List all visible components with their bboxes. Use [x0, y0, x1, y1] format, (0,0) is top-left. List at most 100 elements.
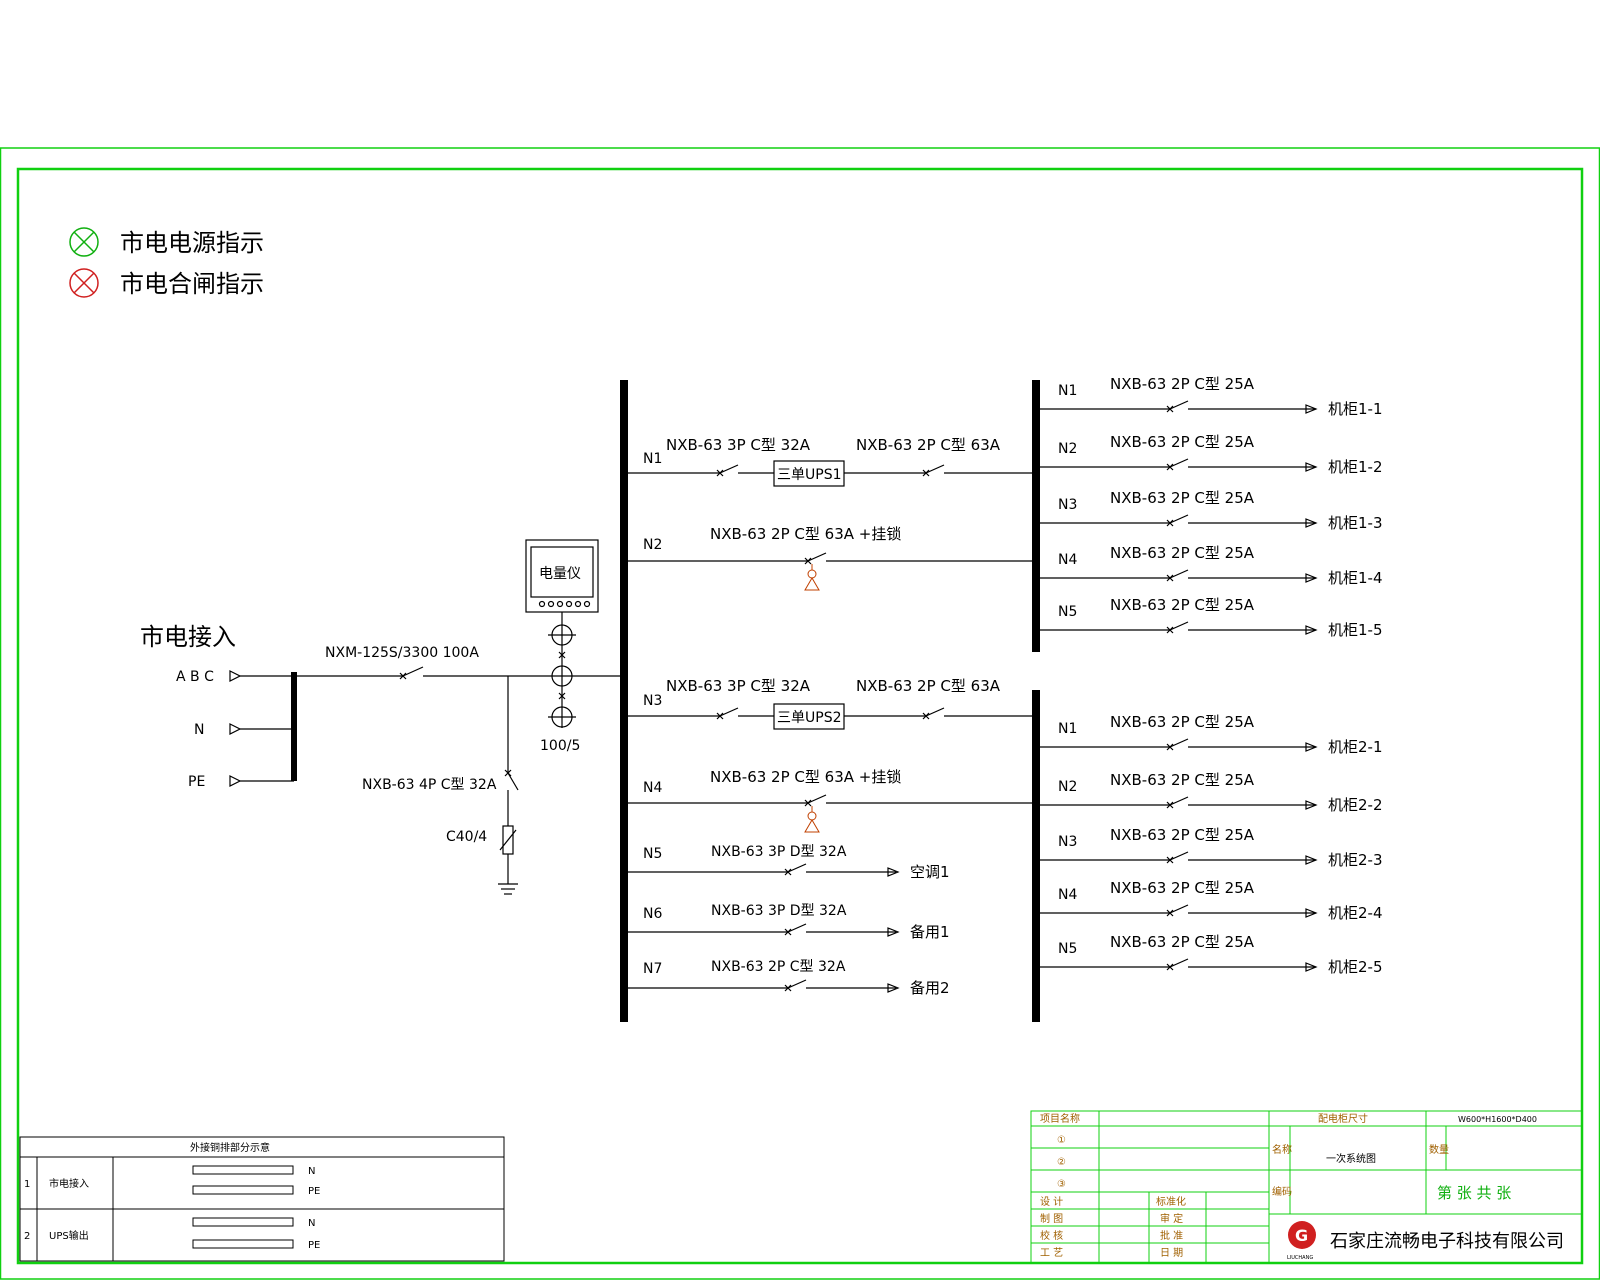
legend-source-label: 市电电源指示	[120, 229, 264, 257]
feeder-id: N2	[643, 537, 662, 553]
load-feeder-n7: N7 NXB-63 2P C型 32A 备用2	[628, 959, 950, 997]
table-cell: 市电接入	[49, 1177, 89, 1190]
breaker-label: NXB-63 2P C型 63A +挂锁	[710, 768, 901, 786]
breaker-label: NXB-63 2P C型 63A	[856, 677, 1001, 695]
table-cell: UPS输出	[49, 1229, 89, 1242]
source-indicator-icon	[69, 227, 99, 257]
ups-feeder-2: N3 NXB-63 3P C型 32A NXB-63 2P C型 63A 三单U…	[628, 677, 1032, 730]
n-bar	[192, 1165, 294, 1175]
tb-cabinet-size-label: 配电柜尺寸	[1318, 1112, 1368, 1125]
ground-icon	[498, 883, 518, 895]
load-feeder-n6: N6 NXB-63 3P D型 32A 备用1	[628, 903, 950, 941]
load-label: 机柜1-3	[1328, 514, 1383, 532]
breaker-label: NXB-63 2P C型 32A	[711, 959, 846, 975]
bypass-feeder-2: N4 NXB-63 2P C型 63A +挂锁	[628, 768, 1032, 833]
feeder-id: N4	[643, 780, 662, 796]
table-cell: N	[308, 1218, 315, 1229]
svg-text:LIUCHANG: LIUCHANG	[1287, 1255, 1313, 1261]
neutral-label: N	[194, 722, 204, 738]
breaker-label: NXB-63 3P C型 32A	[666, 436, 811, 454]
padlock-icon	[804, 806, 820, 833]
svg-text:G: G	[1295, 1226, 1308, 1245]
breaker-label: NXB-63 2P C型 25A	[1110, 771, 1255, 789]
pe-label: PE	[188, 774, 205, 790]
table-cell: PE	[308, 1240, 320, 1251]
tb-name-label: 名称	[1272, 1143, 1292, 1156]
ups-label: 三单UPS2	[777, 710, 841, 726]
feeder-id: N2	[1058, 779, 1077, 795]
feeder-id: N1	[643, 451, 662, 467]
copper-table-title: 外接铜排部分示意	[190, 1141, 270, 1154]
breaker-label: NXB-63 3P C型 32A	[666, 677, 811, 695]
feeder-id: N3	[1058, 834, 1077, 850]
feeder-id: N1	[1058, 383, 1077, 399]
main-breaker-label: NXM-125S/3300 100A	[325, 645, 479, 661]
company-name: 石家庄流畅电子科技有限公司	[1330, 1231, 1564, 1252]
table-cell: N	[308, 1166, 315, 1177]
incoming-section: 市电接入 A B C N PE NXM-125S/3300 100A NXB-6…	[140, 539, 622, 895]
closing-indicator-icon	[69, 268, 99, 298]
tb-project-name: 项目名称	[1040, 1112, 1080, 1125]
feeder-id: N5	[1058, 941, 1077, 957]
ups-label: 三单UPS1	[777, 467, 841, 483]
tb-cell: 设 计	[1040, 1195, 1063, 1208]
ups-feeder-1: N1 NXB-63 3P C型 32A NXB-63 2P C型 63A 三单U…	[628, 436, 1032, 487]
load-label: 机柜1-1	[1328, 400, 1383, 418]
tb-sheet: 第 张 共 张	[1437, 1184, 1511, 1202]
feeder-id: N4	[1058, 887, 1077, 903]
tb-cell: ③	[1057, 1179, 1066, 1190]
breaker-label: NXB-63 2P C型 25A	[1110, 433, 1255, 451]
load-feeder-n5: N5 NXB-63 3P D型 32A 空调1	[628, 844, 950, 881]
load-label: 备用1	[910, 923, 950, 941]
main-breaker-symbol	[296, 666, 622, 680]
breaker-label: NXB-63 3P D型 32A	[711, 844, 847, 860]
feeder-id: N5	[643, 846, 662, 862]
breaker-label: NXB-63 2P C型 25A	[1110, 826, 1255, 844]
tb-cell: ①	[1057, 1135, 1066, 1146]
breaker-label: NXB-63 2P C型 25A	[1110, 544, 1255, 562]
feeder-id: N7	[643, 961, 662, 977]
phase-abc-label: A B C	[176, 669, 214, 685]
tb-qty-label: 数量	[1429, 1143, 1449, 1156]
tb-cell: 标准化	[1156, 1195, 1186, 1208]
tb-code-label: 编码	[1272, 1185, 1292, 1198]
meter-label: 电量仪	[539, 566, 581, 582]
current-transformers	[548, 612, 576, 728]
tb-cell: 日 期	[1160, 1247, 1183, 1259]
tb-cell: 校 核	[1040, 1229, 1063, 1242]
tb-cabinet-size: W600*H1600*D400	[1458, 1115, 1537, 1124]
table-cell: 2	[24, 1231, 30, 1242]
ct-ratio-label: 100/5	[540, 738, 580, 754]
legend-closing-label: 市电合闸指示	[120, 270, 264, 298]
inner-border	[16, 167, 1584, 1265]
pe-bar	[192, 1239, 294, 1249]
tb-cell: 审 定	[1160, 1212, 1183, 1225]
title-block: 项目名称 ① ② ③ 设 计 制 图 校 核 工 艺 标准化 审 定 批 准 日…	[1030, 1110, 1583, 1264]
feeder-id: N1	[1058, 721, 1077, 737]
load-label: 备用2	[910, 979, 950, 997]
load-label: 机柜1-2	[1328, 458, 1383, 476]
company-logo: G LIUCHANG	[1287, 1221, 1316, 1261]
breaker-label: NXB-63 2P C型 25A	[1110, 375, 1255, 393]
load-label: 空调1	[910, 863, 950, 881]
pe-bar	[192, 1185, 294, 1195]
breaker-label: NXB-63 2P C型 25A	[1110, 489, 1255, 507]
tb-name: 一次系统图	[1326, 1152, 1376, 1165]
breaker-label: NXB-63 2P C型 25A	[1110, 879, 1255, 897]
padlock-icon	[804, 564, 820, 591]
output-feeder: N1 NXB-63 2P C型 25A 机柜1-1	[1040, 375, 1383, 418]
terminal-arrows	[229, 670, 242, 787]
feeder-id: N4	[1058, 552, 1077, 568]
load-label: 机柜2-5	[1328, 958, 1383, 976]
